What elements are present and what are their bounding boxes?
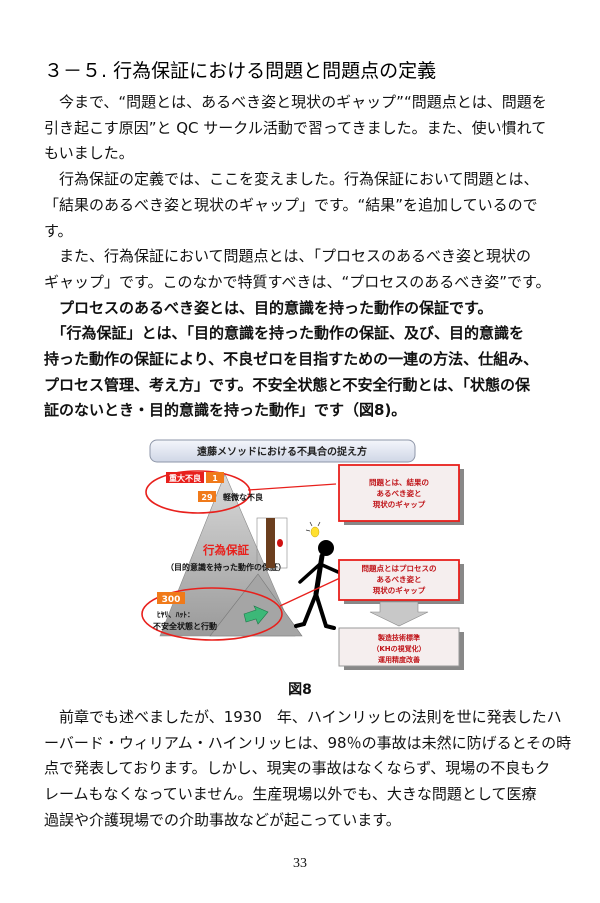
problem-point-box: [338, 559, 460, 601]
major-defect-label-box: [166, 472, 204, 483]
text-line: す。: [44, 221, 73, 240]
paragraph: 「行為保証」とは、「目的意識を持った動作の保証、及び、目的意識を持った動作の保証…: [44, 321, 574, 424]
text-line: レームもなくなっていません。生産現場以外でも、大きな問題として医療: [44, 785, 537, 804]
standards-box: [338, 627, 460, 667]
tree-trunk: [266, 518, 275, 568]
page-number: 33: [293, 856, 307, 871]
down-arrow: [369, 601, 429, 627]
figure-caption: 図8: [288, 682, 312, 698]
lightbulb-icon: [305, 521, 321, 538]
base-count: 300: [162, 595, 181, 605]
text-line: 持った動作の保証により、不良ゼロを目指すための一連の方法、仕組み、: [44, 350, 539, 369]
standards-line-1: 製造技術標準: [377, 633, 420, 642]
text-line: もいました。: [44, 144, 134, 163]
minor-defect-count: 29: [201, 493, 213, 502]
figure-8: 遠藤メソッドにおける不具合の捉え方 重大不良 1 29 軽微な不良 行為保証 （…: [141, 439, 464, 670]
pyramid-title: 行為保証: [202, 543, 249, 557]
pyramid-subtitle: （目的意識を持った動作の保証）: [166, 562, 286, 572]
text-line: 過誤や介護現場での介助事故などが起こっています。: [44, 810, 401, 829]
standards-line-3: 運用精度改善: [378, 655, 420, 664]
text-line: また、行為保証において問題点とは、「プロセスのあるべき姿と現状の: [44, 247, 532, 266]
text-line: ギャップ」です。このなかで特質すべきは、“プロセスのあるべき姿”です。: [44, 272, 551, 291]
text-line: プロセスのあるべき姿とは、目的意識を持った動作の保証です。: [44, 298, 493, 317]
major-defect-count-box: [206, 472, 224, 483]
paragraph: また、行為保証において問題点とは、「プロセスのあるべき姿と現状のギャップ」です。…: [44, 244, 574, 295]
major-defect-label: 重大不良: [169, 473, 201, 483]
text-line: 前章でも述べましたが、1930 年、ハインリッヒの法則を世に発表したハ: [44, 708, 562, 726]
minor-defect-count-box: [198, 491, 216, 502]
minor-defect-label: 軽微な不良: [223, 492, 263, 502]
text-line: 「結果のあるべき姿と現状のギャップ」です。“結果”を追加しているので: [44, 195, 538, 214]
major-defect-count: 1: [212, 474, 218, 483]
bottom-ellipse: [141, 587, 283, 641]
text-line: 証のないとき・目的意識を持った動作」です（図8)。: [44, 401, 407, 420]
problem-definition-line-1: 問題とは、結果の: [369, 477, 429, 487]
base-count-box: [157, 592, 185, 604]
body-text-top: 今まで、“問題とは、あるべき姿と現状のギャップ”“問題点とは、問題を引き起こす原…: [44, 90, 574, 424]
problem-definition-line-2: あるべき姿と: [377, 488, 422, 498]
text-line: 点で発表しております。しかし、現実の事故はなくならず、現場の不良もク: [44, 759, 551, 778]
connector-bottom: [279, 577, 341, 607]
figure-title-bar: [149, 439, 416, 463]
green-arrow: [243, 605, 269, 625]
text-line: 行為保証の定義では、ここを変えました。行為保証において問題とは、: [44, 170, 539, 189]
problem-point-line-2: あるべき姿と: [377, 574, 422, 584]
body-text-bottom: 前章でも述べましたが、1930 年、ハインリッヒの法則を世に発表したハーバード・…: [44, 705, 574, 834]
connector-top: [247, 483, 337, 491]
thinking-person-illustration: [294, 540, 340, 630]
text-line: 引き起こす原因”と QC サークル活動で習ってきました。また、使い慣れて: [44, 118, 547, 137]
base-label-near-miss: ﾋﾔﾘ、ﾊｯﾄ：: [157, 610, 195, 619]
top-ellipse: [145, 470, 251, 514]
text-line: ーバード・ウィリアム・ハインリッヒは、98％の事故は未然に防げるとその時: [44, 733, 572, 752]
problem-definition-line-3: 現状のギャップ: [373, 499, 426, 509]
text-line: 「行為保証」とは、「目的意識を持った動作の保証、及び、目的意識を: [44, 324, 525, 343]
figure-title: 遠藤メソッドにおける不具合の捉え方: [197, 445, 367, 458]
paragraph: 行為保証の定義では、ここを変えました。行為保証において問題とは、「結果のあるべき…: [44, 167, 574, 244]
problem-point-line-1: 問題点とはプロセスの: [362, 563, 437, 573]
paragraph: プロセスのあるべき姿とは、目的意識を持った動作の保証です。: [44, 296, 574, 322]
text-line: 今まで、“問題とは、あるべき姿と現状のギャップ”“問題点とは、問題を: [44, 93, 547, 111]
paragraph: 今まで、“問題とは、あるべき姿と現状のギャップ”“問題点とは、問題を引き起こす原…: [44, 90, 574, 167]
section-heading: ３－５. 行為保証における問題と問題点の定義: [44, 60, 437, 82]
red-fruit: [277, 539, 283, 547]
text-line: プロセス管理、考え方」です。不安全状態と不安全行動とは、「状態の保: [44, 375, 531, 394]
problem-point-line-3: 現状のギャップ: [373, 585, 426, 595]
base-label-unsafe: 不安全状態と行動: [153, 621, 217, 631]
problem-definition-box: [338, 464, 460, 522]
paragraph: 前章でも述べましたが、1930 年、ハインリッヒの法則を世に発表したハーバード・…: [44, 705, 574, 834]
standards-line-2: （KHの視覚化）: [372, 644, 425, 653]
